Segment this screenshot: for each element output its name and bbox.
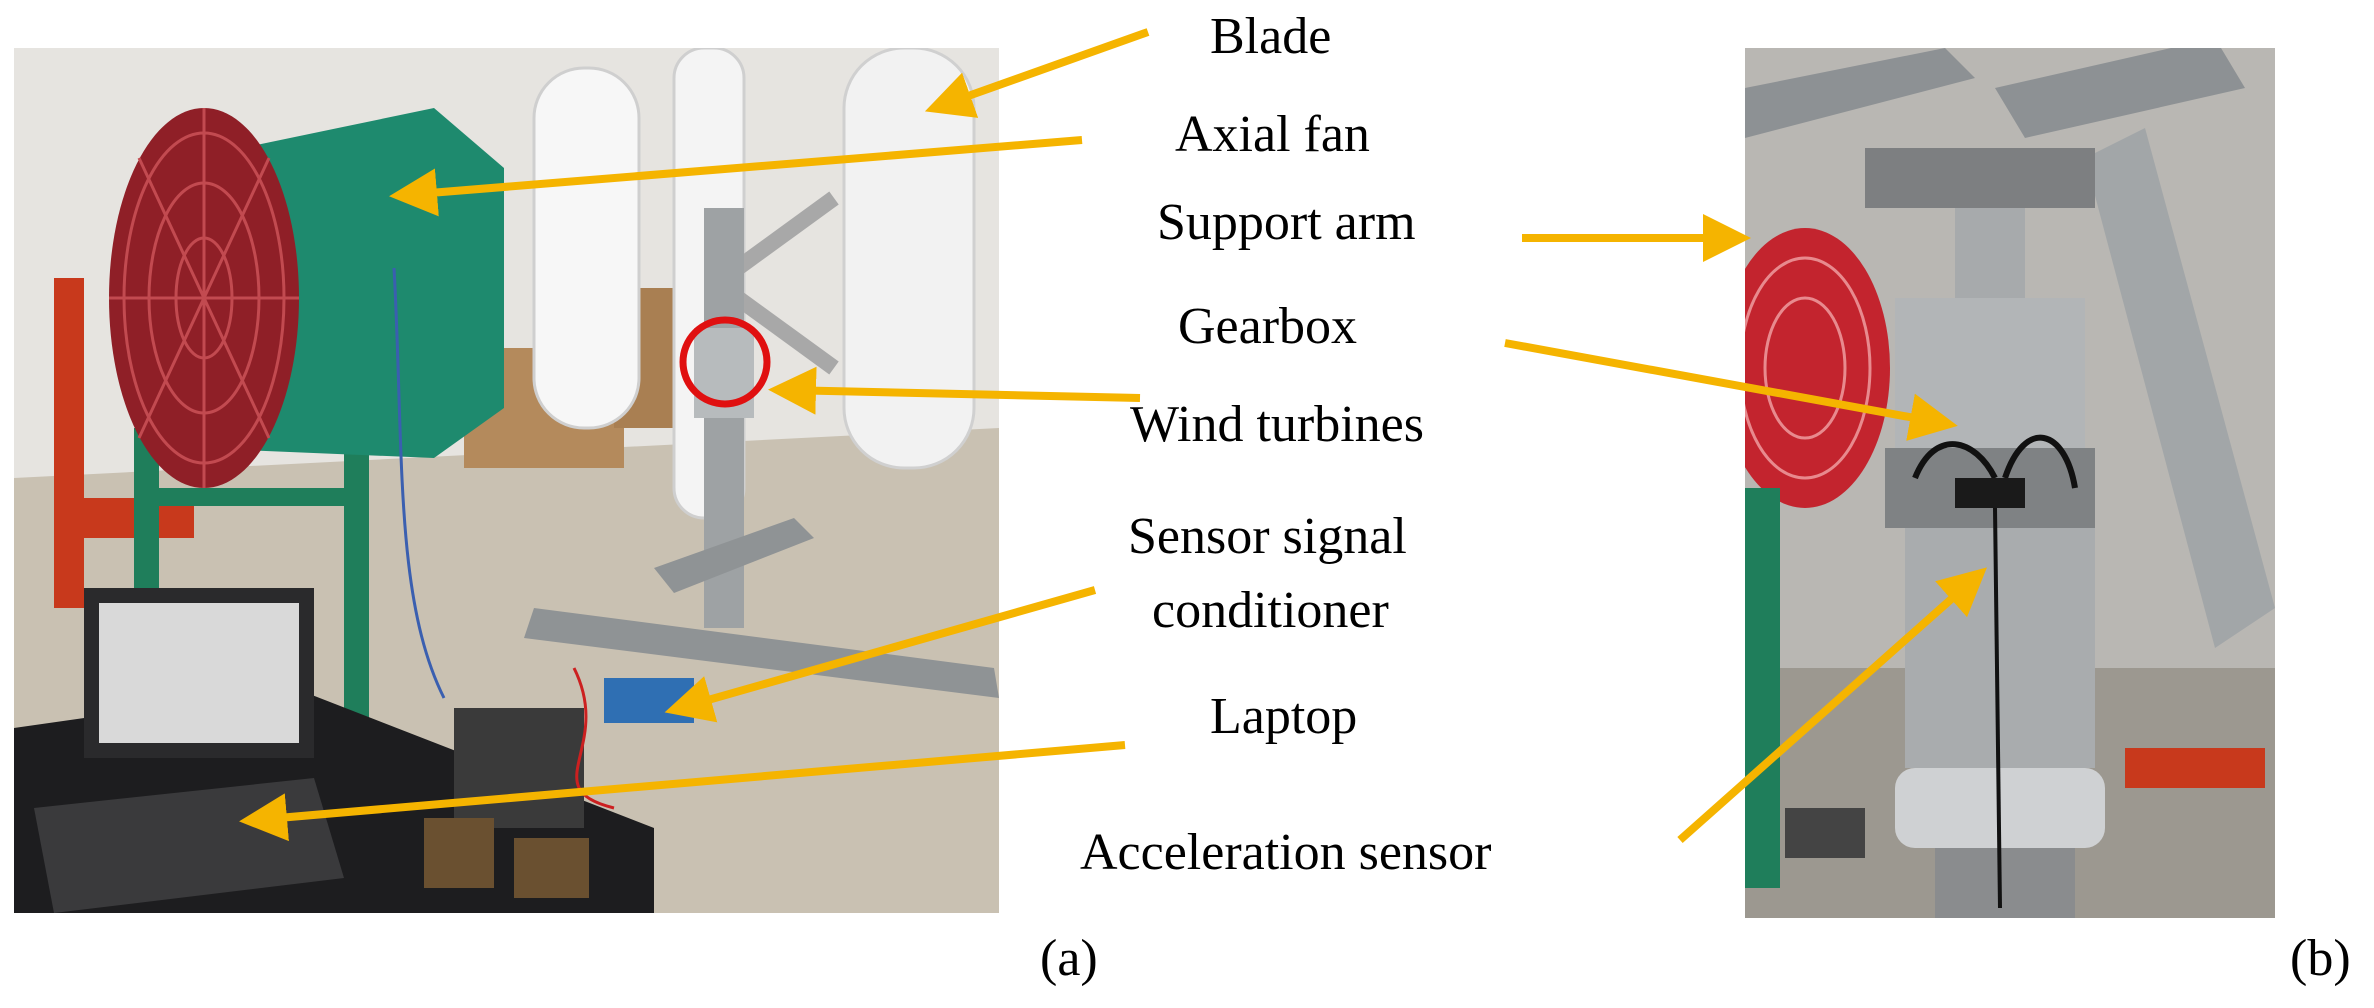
label-acceleration-sensor: Acceleration sensor (1080, 824, 1492, 881)
photo-gearbox-closeup (1745, 48, 2275, 918)
photo-test-rig-illustration (14, 48, 999, 913)
gearbox-highlight-circle (679, 316, 771, 408)
label-sensor-signal: Sensor signal (1128, 508, 1407, 565)
label-blade: Blade (1210, 8, 1332, 65)
photo-test-rig (14, 48, 999, 913)
panel-label-a: (a) (1040, 930, 1098, 987)
label-wind-turbines: Wind turbines (1130, 396, 1424, 453)
label-gearbox: Gearbox (1178, 298, 1358, 355)
label-support-arm: Support arm (1157, 194, 1416, 251)
label-laptop: Laptop (1210, 688, 1358, 745)
label-axial-fan: Axial fan (1175, 106, 1370, 163)
panel-label-b: (b) (2290, 930, 2351, 987)
label-conditioner: conditioner (1152, 582, 1389, 639)
photo-gearbox-closeup-illustration (1745, 48, 2275, 918)
